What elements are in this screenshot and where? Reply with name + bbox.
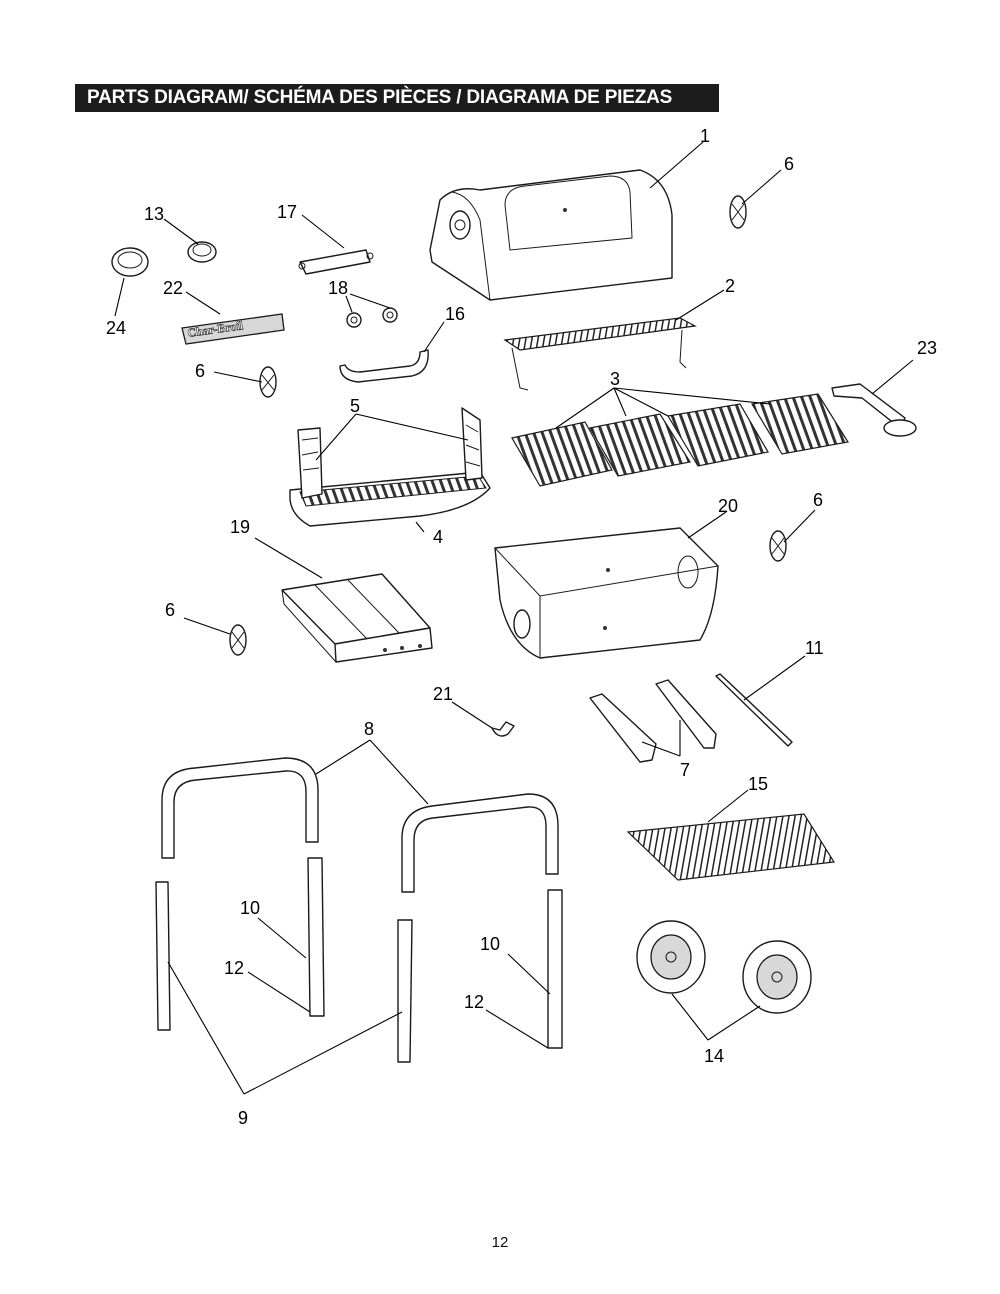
callout-labels: 1 6 13 17 22 18 24 16 2 23 6 3 5 20 6 19… bbox=[106, 126, 937, 1128]
lid-part bbox=[429, 169, 673, 301]
callout-6: 6 bbox=[784, 154, 794, 174]
callout-3: 3 bbox=[610, 369, 620, 389]
callout-5: 5 bbox=[350, 396, 360, 416]
firebox-part bbox=[494, 527, 719, 659]
axle-rod-part bbox=[715, 673, 793, 747]
callout-11: 11 bbox=[805, 638, 824, 658]
callout-8: 8 bbox=[364, 719, 374, 739]
warming-rack-part bbox=[503, 317, 697, 391]
thermometer-bezel-part bbox=[187, 241, 217, 263]
damper-vent-part bbox=[229, 195, 787, 656]
callout-12: 12 bbox=[464, 992, 484, 1012]
callout-22: 22 bbox=[163, 278, 183, 298]
temperature-gauge-part bbox=[298, 249, 374, 275]
callout-2: 2 bbox=[725, 276, 735, 296]
callout-19: 19 bbox=[230, 517, 250, 537]
callout-6: 6 bbox=[195, 361, 205, 381]
wheel-part bbox=[636, 920, 812, 1014]
side-handle-part bbox=[831, 383, 917, 437]
callout-15: 15 bbox=[748, 774, 768, 794]
callout-6: 6 bbox=[813, 490, 823, 510]
handle-part bbox=[339, 349, 429, 383]
callout-10: 10 bbox=[480, 934, 500, 954]
logo-part: Char-Broil bbox=[181, 313, 285, 345]
page-title: PARTS DIAGRAM/ SCHÉMA DES PIÈCES / DIAGR… bbox=[75, 84, 719, 112]
callout-6: 6 bbox=[165, 600, 175, 620]
washer-part bbox=[346, 307, 398, 328]
callout-21: 21 bbox=[433, 684, 453, 704]
callout-13: 13 bbox=[144, 204, 164, 224]
charcoal-pan-part bbox=[289, 407, 491, 527]
page-number: 12 bbox=[491, 1234, 509, 1251]
callout-23: 23 bbox=[917, 338, 937, 358]
bottom-shelf-part bbox=[626, 813, 836, 881]
callout-4: 4 bbox=[433, 527, 443, 547]
clip-part bbox=[491, 721, 515, 737]
callout-12: 12 bbox=[224, 958, 244, 978]
callout-16: 16 bbox=[445, 304, 465, 324]
leader-lines bbox=[114, 141, 914, 1095]
side-shelf-part bbox=[281, 573, 433, 663]
thermometer-part bbox=[111, 247, 149, 277]
callout-10: 10 bbox=[240, 898, 260, 918]
callout-20: 20 bbox=[718, 496, 738, 516]
callout-17: 17 bbox=[277, 202, 297, 222]
leg-frame-part bbox=[161, 757, 559, 893]
callout-1: 1 bbox=[700, 126, 710, 146]
callout-24: 24 bbox=[106, 318, 126, 338]
callout-18: 18 bbox=[328, 278, 348, 298]
bracket-part bbox=[589, 679, 717, 763]
callout-14: 14 bbox=[704, 1046, 724, 1066]
cooking-grates-part bbox=[511, 393, 849, 487]
callout-9: 9 bbox=[238, 1108, 248, 1128]
leg-part bbox=[155, 857, 563, 1063]
callout-7: 7 bbox=[680, 760, 690, 780]
